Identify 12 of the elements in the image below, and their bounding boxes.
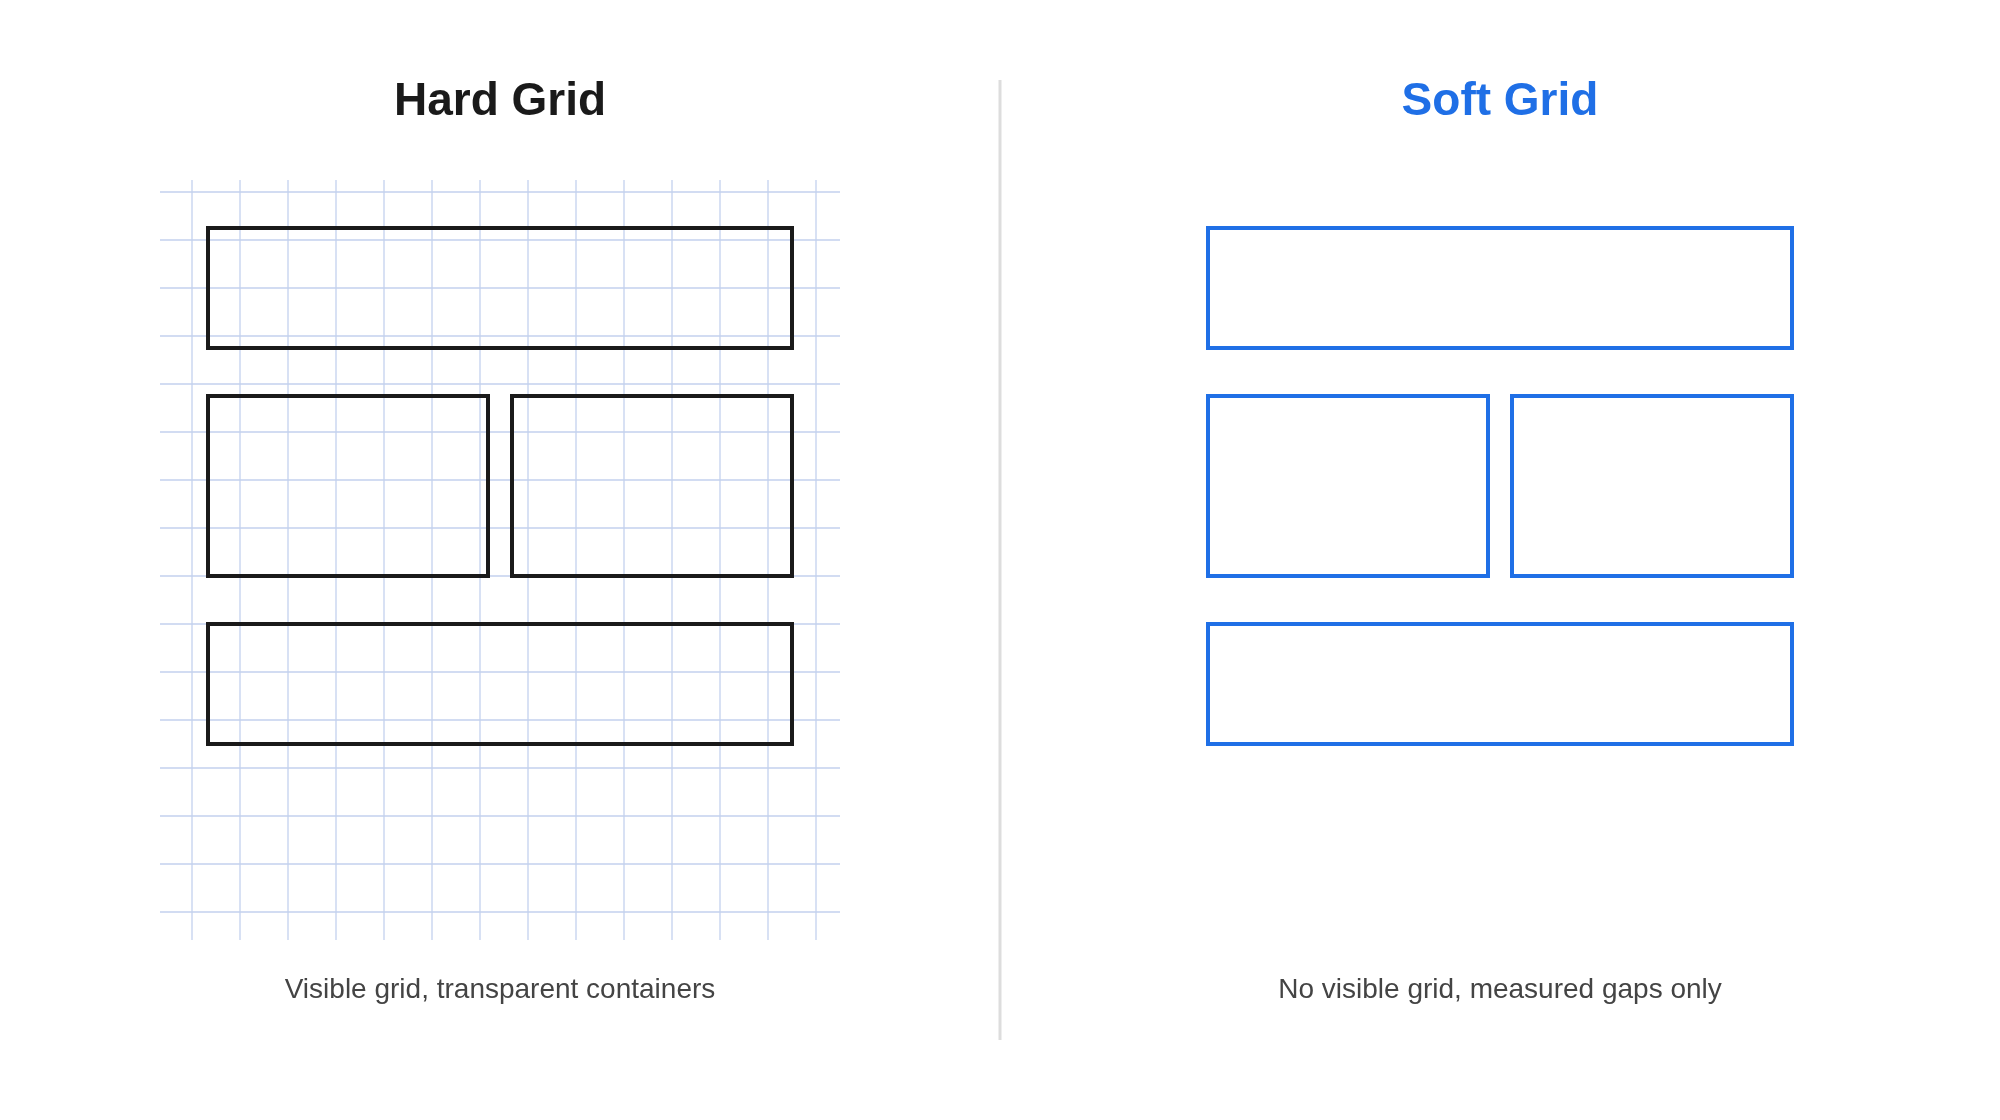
panel-caption: Visible grid, transparent containers	[284, 973, 716, 1006]
layout-block	[206, 394, 490, 578]
layout-block	[206, 622, 794, 746]
layout-block	[206, 226, 794, 350]
layout-block	[510, 394, 794, 578]
layout-block	[1206, 622, 1794, 746]
panel-caption: No visible grid, measured gaps only	[1278, 973, 1722, 1006]
layout-block	[1510, 394, 1794, 578]
layout-block	[1206, 394, 1490, 578]
panel-title: Hard Grid	[393, 73, 607, 126]
layout-block	[1206, 226, 1794, 350]
panel-title: Soft Grid	[1401, 73, 1599, 126]
